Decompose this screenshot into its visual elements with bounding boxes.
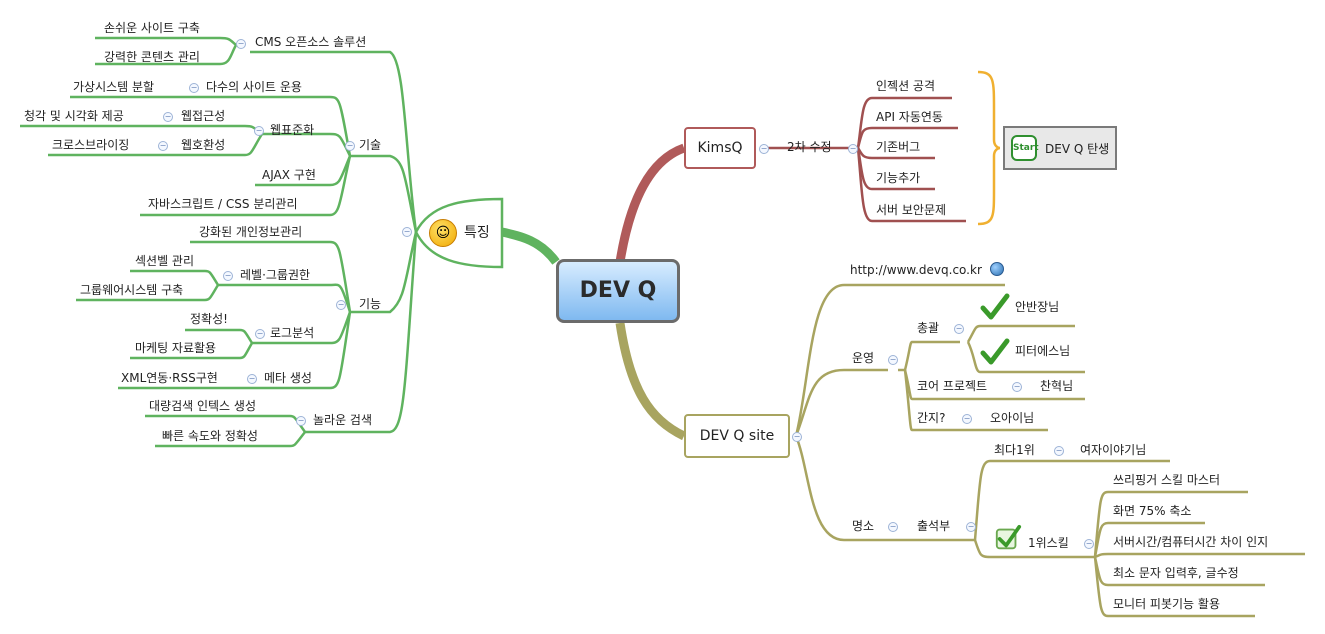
start-icon: Start [1011, 135, 1039, 161]
collapse-chief[interactable] [954, 324, 964, 334]
tech-multi-item[interactable]: 가상시스템 분할 [73, 80, 155, 94]
collapse-log[interactable] [255, 329, 265, 339]
collapse-site[interactable] [792, 432, 802, 442]
kimsq-edges [760, 96, 966, 223]
skill-item[interactable]: 쓰리핑거 스킬 마스터 [1113, 473, 1220, 487]
core-person[interactable]: 찬혁님 [1040, 379, 1074, 393]
famous-label[interactable]: 명소 [852, 519, 875, 533]
func-level-label[interactable]: 레벨·그룹권한 [240, 268, 311, 282]
checkmark-icon [980, 338, 1010, 365]
tech-js[interactable]: 자바스크립트 / CSS 분리관리 [148, 197, 298, 211]
ganji-person[interactable]: 오아이님 [990, 411, 1035, 425]
func-log-label[interactable]: 로그분석 [270, 326, 315, 340]
cms-label[interactable]: CMS 오픈소스 솔루션 [255, 35, 367, 49]
collapse-core[interactable] [1012, 382, 1022, 392]
tech-access-label[interactable]: 웹접근성 [181, 109, 226, 123]
topic-devq-site[interactable]: DEV Q site [684, 414, 790, 458]
collapse-access[interactable] [163, 112, 173, 122]
search-item[interactable]: 빠른 속도와 정확성 [162, 429, 258, 443]
site-url-link[interactable]: http://www.devq.co.kr [850, 263, 982, 277]
collapse-famous[interactable] [888, 522, 898, 532]
kimsq-item[interactable]: 기능추가 [876, 171, 921, 185]
skill-label[interactable]: 1위스킬 [1028, 536, 1069, 550]
cms-item[interactable]: 강력한 콘텐츠 관리 [104, 50, 200, 64]
chief-person[interactable]: 피터에스님 [1015, 344, 1071, 358]
globe-icon [990, 262, 1004, 276]
collapse-kimsq[interactable] [759, 144, 769, 154]
collapse-attendance[interactable] [966, 522, 976, 532]
topic-kimsq[interactable]: KimsQ [684, 127, 756, 169]
kimsq-brace [977, 70, 1001, 226]
collapse-meta[interactable] [247, 374, 257, 384]
collapse-kimsq-sub[interactable] [848, 144, 858, 154]
tech-compat-label[interactable]: 웹호환성 [181, 138, 226, 152]
collapse-web[interactable] [254, 126, 264, 136]
func-level-item[interactable]: 그룹웨어시스템 구축 [80, 283, 184, 297]
top-label[interactable]: 최다1위 [994, 443, 1035, 457]
collapse-compat[interactable] [158, 141, 168, 151]
skill-item[interactable]: 화면 75% 축소 [1113, 504, 1192, 518]
collapse-tech[interactable] [345, 141, 355, 151]
ops-label[interactable]: 운영 [852, 351, 875, 365]
site-edges [794, 283, 1305, 618]
ganji-label[interactable]: 간지? [917, 411, 946, 425]
collapse-top[interactable] [1054, 446, 1064, 456]
checkmark-icon [980, 293, 1010, 320]
branch-features [501, 227, 560, 265]
func-privacy[interactable]: 강화된 개인정보관리 [199, 225, 303, 239]
attendance-label[interactable]: 출석부 [917, 519, 951, 533]
tech-web-label[interactable]: 웹표준화 [270, 123, 315, 137]
search-label[interactable]: 놀라운 검색 [313, 413, 373, 427]
tech-label[interactable]: 기술 [359, 138, 382, 152]
tech-compat-item[interactable]: 크로스브라이징 [52, 138, 130, 152]
func-level-item[interactable]: 섹션벨 관리 [135, 254, 195, 268]
func-label[interactable]: 기능 [359, 297, 382, 311]
func-meta-label[interactable]: 메타 생성 [264, 371, 312, 385]
func-log-item[interactable]: 마케팅 자료활용 [135, 341, 217, 355]
func-meta-item[interactable]: XML연동·RSS구현 [121, 371, 218, 385]
tech-access-item[interactable]: 청각 및 시각화 제공 [24, 109, 124, 123]
collapse-func[interactable] [336, 300, 346, 310]
chief-label[interactable]: 총괄 [917, 321, 940, 335]
kimsq-item[interactable]: 서버 보안문제 [876, 203, 947, 217]
collapse-ganji[interactable] [962, 414, 972, 424]
collapse-search[interactable] [296, 416, 306, 426]
top-person[interactable]: 여자이야기님 [1080, 443, 1147, 457]
collapse-ops[interactable] [888, 355, 898, 365]
central-topic[interactable]: DEV Q [556, 259, 680, 323]
collapse-features[interactable] [402, 227, 412, 237]
branch-site [615, 322, 686, 441]
smiley-icon: ☺ [429, 219, 457, 247]
branch-kimsq [615, 143, 686, 263]
tech-ajax[interactable]: AJAX 구현 [262, 168, 316, 182]
checkbox-checked-icon [995, 524, 1022, 550]
tech-multi-label[interactable]: 다수의 사이트 운용 [206, 80, 302, 94]
skill-item[interactable]: 모니터 피봇기능 활용 [1113, 597, 1220, 611]
feature-node-shape [414, 197, 504, 269]
skill-item[interactable]: 서버시간/컴퓨터시간 차이 인지 [1113, 535, 1269, 549]
kimsq-sub-label[interactable]: 2차 수정 [787, 140, 832, 154]
collapse-level[interactable] [223, 271, 233, 281]
kimsq-item[interactable]: 인젝션 공격 [876, 79, 936, 93]
collapse-cms[interactable] [236, 39, 246, 49]
search-item[interactable]: 대량검색 인텍스 생성 [149, 399, 256, 413]
func-log-item[interactable]: 정확성! [190, 312, 228, 326]
core-label[interactable]: 코어 프로젝트 [917, 379, 988, 393]
topic-features[interactable]: 특징 [464, 225, 490, 241]
callout-box[interactable]: Start DEV Q 탄생 [1003, 126, 1117, 170]
skill-item[interactable]: 최소 문자 입력후, 글수정 [1113, 566, 1239, 580]
kimsq-item[interactable]: API 자동연동 [876, 110, 943, 124]
callout-label: DEV Q 탄생 [1045, 142, 1110, 156]
features-edges [20, 36, 418, 448]
kimsq-item[interactable]: 기존버그 [876, 140, 921, 154]
cms-item[interactable]: 손쉬운 사이트 구축 [104, 21, 200, 35]
chief-person[interactable]: 안반장님 [1015, 300, 1060, 314]
collapse-multi[interactable] [189, 83, 199, 93]
collapse-skill[interactable] [1084, 539, 1094, 549]
